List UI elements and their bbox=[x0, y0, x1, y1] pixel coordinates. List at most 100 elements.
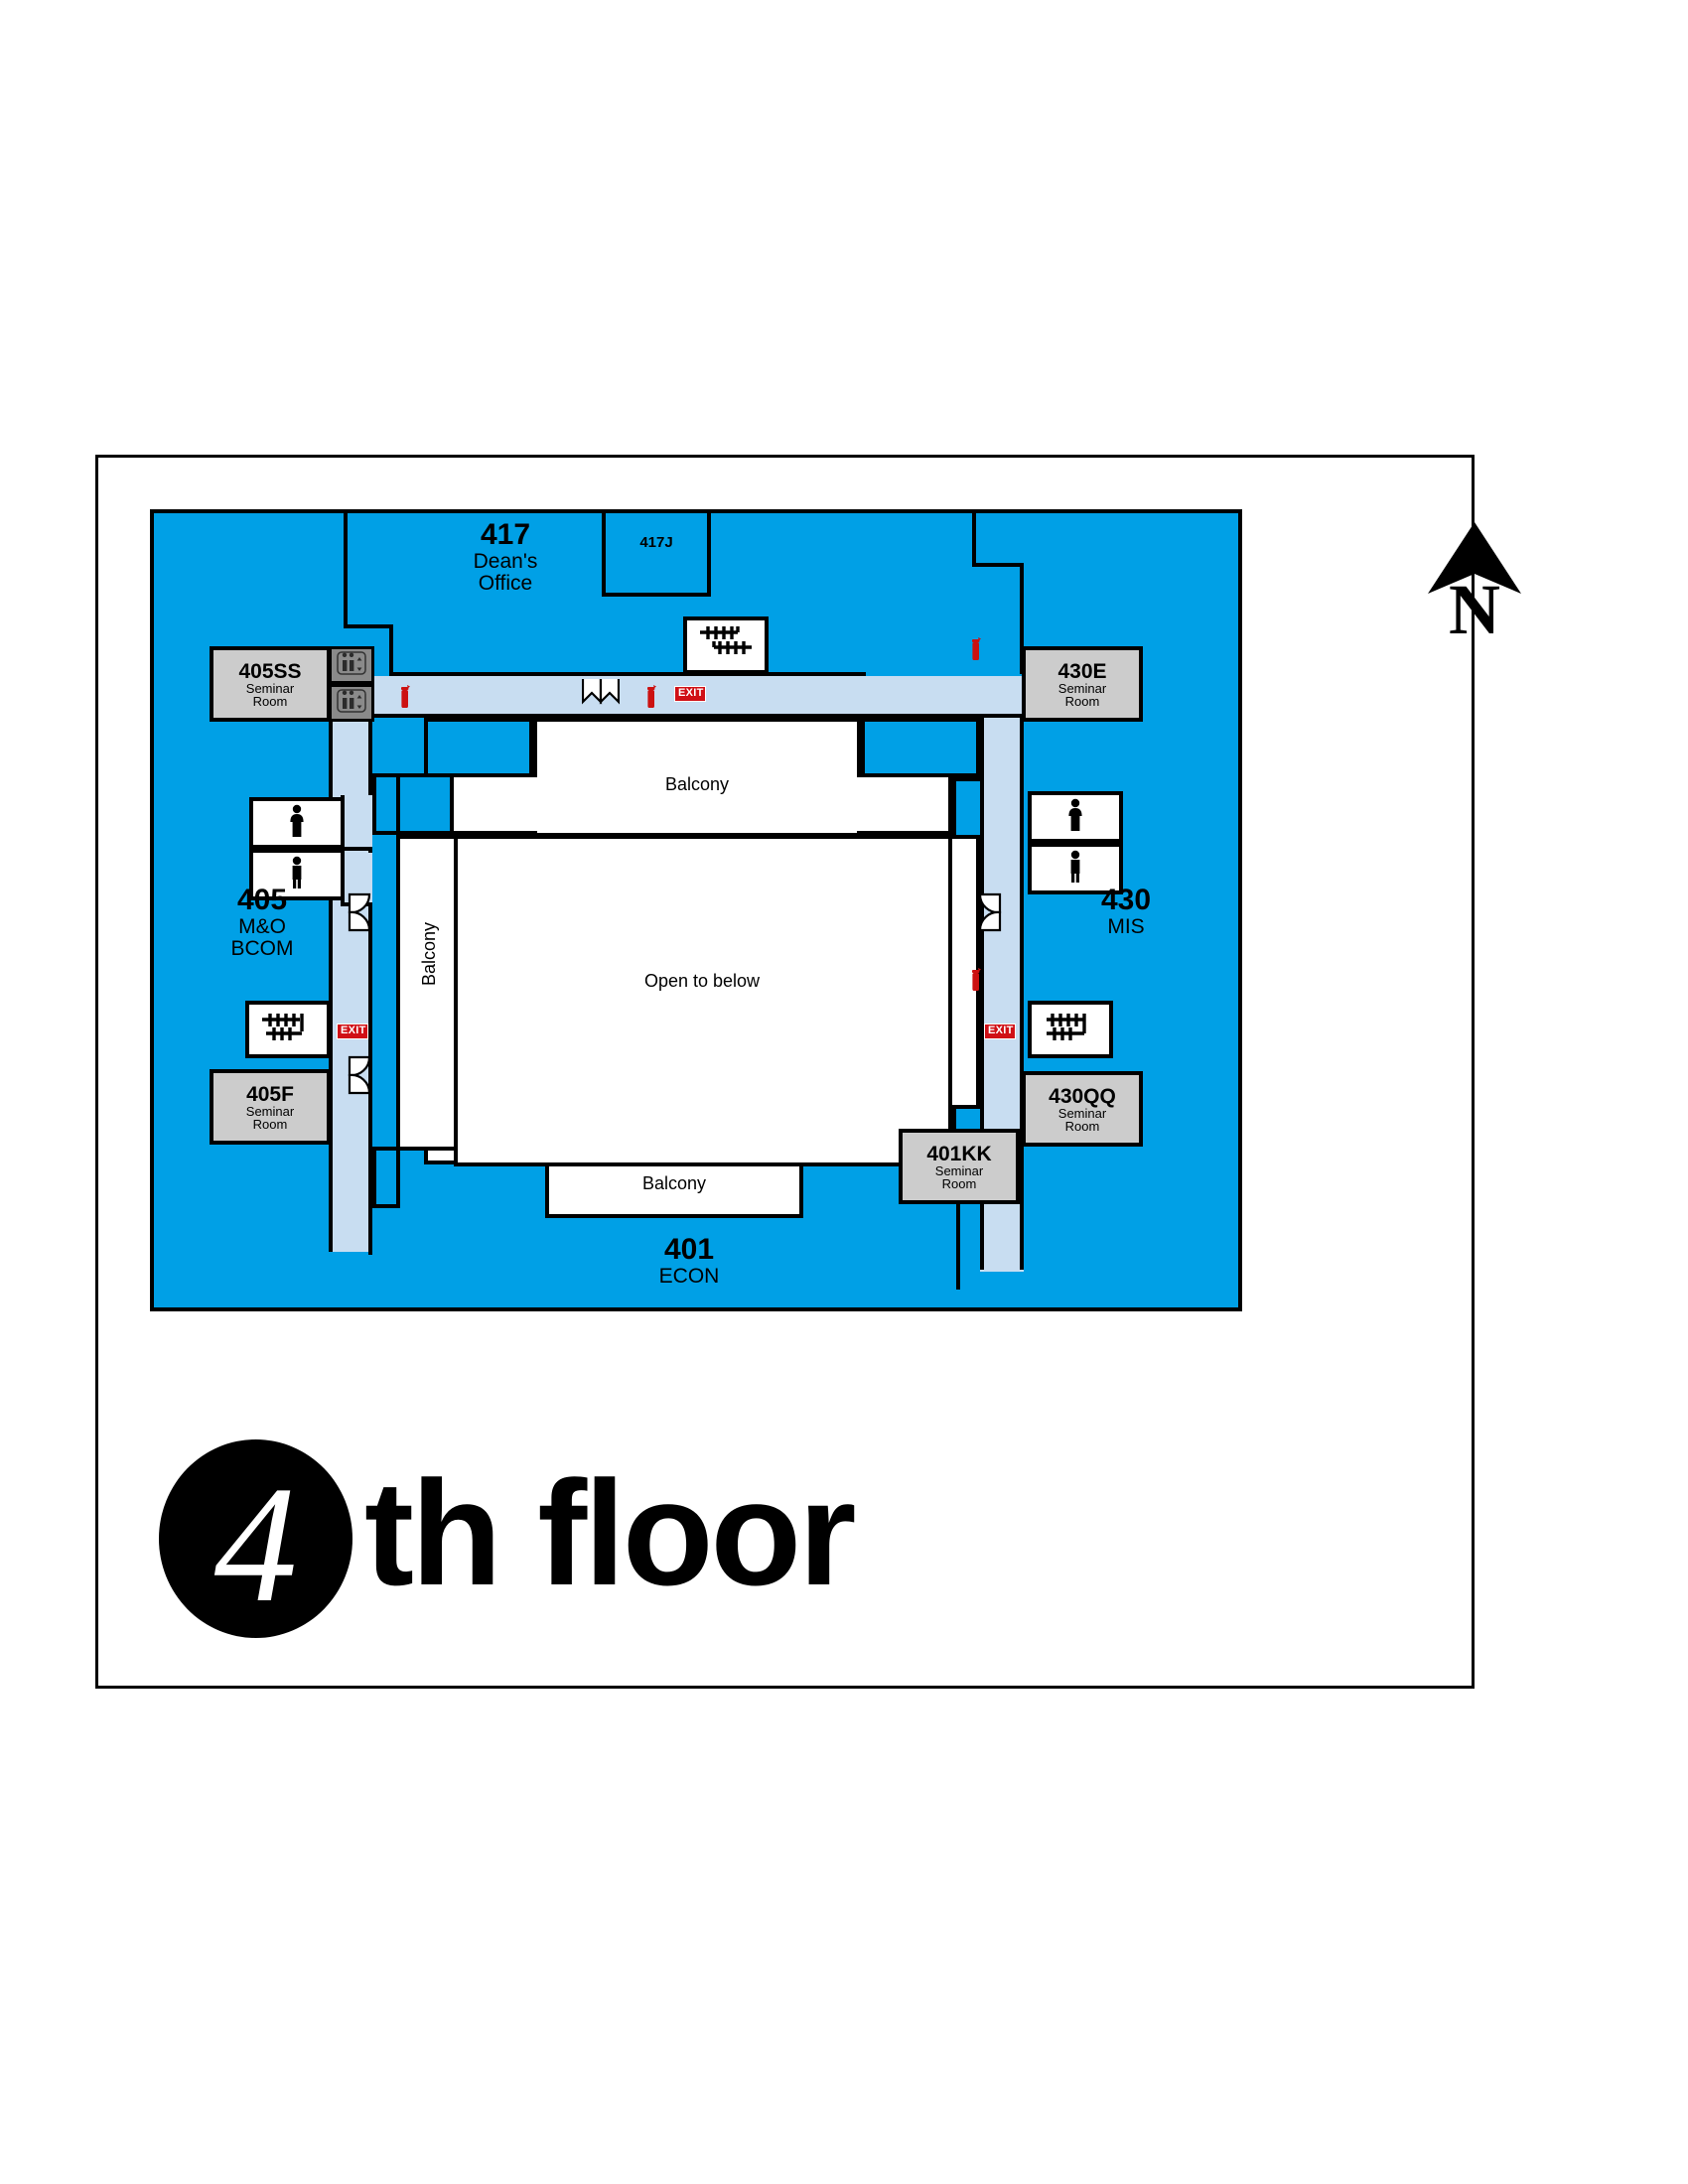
balcony-label-left: Balcony bbox=[419, 922, 439, 987]
seminar-room-number: 401KK bbox=[926, 1142, 992, 1165]
stairs-southwest bbox=[245, 1001, 331, 1058]
wall-restroom-jog-a bbox=[341, 847, 372, 851]
corridor-restroom-jog-left bbox=[341, 795, 372, 851]
restroom-men bbox=[249, 849, 345, 900]
seminar-room-line1: Seminar bbox=[1057, 680, 1107, 696]
seminar-room-number: 430E bbox=[1057, 659, 1107, 683]
balcony-top-fill bbox=[537, 722, 857, 833]
restroom-women-icon bbox=[1065, 798, 1085, 837]
atrium-pad-topright bbox=[861, 718, 980, 777]
room-417J-box bbox=[602, 509, 711, 597]
wall-right-wing-jog bbox=[972, 563, 1024, 567]
leader-line-405F bbox=[329, 1143, 333, 1153]
wall-corridor-east-left bbox=[980, 714, 984, 1270]
seminar-room-430QQ: 430QQ Seminar Room bbox=[1022, 1071, 1143, 1147]
room-label-417J: 417J bbox=[607, 535, 706, 551]
wall-417-southwest-jog-v bbox=[389, 624, 393, 676]
seminar-room-line2: Room bbox=[252, 693, 288, 709]
wall-417-southwest-jog bbox=[344, 624, 393, 628]
double-door-north bbox=[581, 678, 621, 706]
room-label-401: 401 ECON bbox=[615, 1234, 764, 1288]
restroom-women-east bbox=[1028, 791, 1123, 843]
door-swing-east-mid bbox=[976, 892, 1002, 932]
wall-balconyleft-top bbox=[396, 835, 458, 839]
atrium-pad-topleft bbox=[424, 718, 533, 777]
elevator-icon bbox=[337, 650, 366, 680]
exit-sign-north: EXIT bbox=[674, 686, 706, 702]
seminar-room-line2: Room bbox=[1064, 1118, 1100, 1134]
restroom-men-icon bbox=[1066, 850, 1084, 888]
exit-sign-west: EXIT bbox=[337, 1024, 368, 1039]
balcony-label-top: Balcony bbox=[664, 774, 730, 794]
room-number: 417J bbox=[639, 534, 673, 551]
floor-footer: 4 th floor bbox=[159, 1420, 857, 1658]
atrium-interior-fill bbox=[458, 839, 948, 1162]
seminar-room-405F: 405F Seminar Room bbox=[210, 1069, 331, 1145]
wall-corridor-east-right bbox=[1020, 714, 1024, 1270]
restroom-women bbox=[249, 797, 345, 849]
stairs-icon bbox=[694, 623, 758, 668]
room-number: 405 bbox=[236, 884, 288, 916]
wall-restroom-jog-c bbox=[341, 795, 345, 906]
room-number: 417 bbox=[480, 518, 531, 551]
seminar-room-line1: Seminar bbox=[245, 680, 295, 696]
elevator-upper bbox=[329, 646, 374, 684]
fire-extinguisher-north-west bbox=[398, 684, 412, 710]
seminar-room-line1: Seminar bbox=[1057, 1105, 1107, 1121]
room-number: 401 bbox=[663, 1233, 715, 1266]
wall-right-wing-jog-v bbox=[1020, 563, 1024, 674]
wall-corridor-west-left bbox=[329, 714, 333, 1252]
wall-417-south bbox=[389, 672, 866, 676]
wall-balconyleft-outer bbox=[396, 835, 400, 1151]
seminar-room-line2: Room bbox=[252, 1116, 288, 1132]
stairs-icon bbox=[1039, 1008, 1102, 1052]
elevator-lower bbox=[329, 684, 374, 722]
seminar-room-430E: 430E Seminar Room bbox=[1022, 646, 1143, 722]
atrium-pad-midleft bbox=[396, 773, 454, 835]
wall-balconyleft-bottom bbox=[396, 1147, 458, 1151]
room-sub1: Dean's bbox=[473, 549, 538, 573]
seminar-room-line2: Room bbox=[941, 1175, 977, 1191]
elevator-icon bbox=[337, 688, 366, 718]
stairs-north bbox=[683, 616, 769, 674]
floor-number: 4 bbox=[213, 1452, 298, 1637]
seminar-room-405SS: 405SS Seminar Room bbox=[210, 646, 331, 722]
room-sub1: MIS bbox=[1107, 914, 1145, 938]
leader-line-401KK bbox=[956, 1200, 960, 1290]
wall-atrium-top bbox=[454, 835, 952, 839]
floor-number-badge: 4 bbox=[159, 1439, 352, 1638]
door-swing-west-upper bbox=[348, 892, 373, 932]
seminar-room-number: 405SS bbox=[238, 659, 302, 683]
stairs-icon bbox=[256, 1008, 320, 1052]
restroom-men-east bbox=[1028, 843, 1123, 894]
door-swing-west-lower bbox=[348, 1055, 373, 1095]
floorplan-map: EXIT EXIT EXIT 405SS Seminar Room 430E S… bbox=[98, 458, 1477, 1351]
room-sub2: BCOM bbox=[230, 936, 294, 960]
compass-rose: N bbox=[1410, 516, 1539, 675]
room-sub1: ECON bbox=[658, 1264, 720, 1288]
atrium-pad-leftlower bbox=[372, 1147, 400, 1208]
floor-word: th floor bbox=[364, 1449, 857, 1616]
balcony-left-fill bbox=[400, 839, 454, 1147]
seminar-room-number: 430QQ bbox=[1049, 1084, 1116, 1108]
room-label-417: 417 Dean's Office bbox=[426, 519, 585, 595]
wall-atrium-right bbox=[948, 777, 952, 1166]
seminar-room-401KK: 401KK Seminar Room bbox=[899, 1129, 1020, 1204]
compass-north-label: N bbox=[1449, 570, 1500, 649]
wall-right-wing-north bbox=[972, 509, 976, 567]
seminar-room-line1: Seminar bbox=[245, 1103, 295, 1119]
fire-extinguisher-east-lower bbox=[969, 967, 983, 993]
wall-atrium-left bbox=[454, 835, 458, 1166]
seminar-room-line1: Seminar bbox=[934, 1162, 984, 1178]
room-sub1: M&O bbox=[238, 914, 286, 938]
north-arrow-icon bbox=[1428, 522, 1521, 594]
wall-corridor-west-right bbox=[368, 714, 372, 1255]
room-label-430: 430 MIS bbox=[1052, 885, 1200, 938]
corridor-west bbox=[329, 676, 372, 1252]
wall-balconytop-left bbox=[533, 718, 537, 777]
seminar-room-line2: Room bbox=[1064, 693, 1100, 709]
room-number: 430 bbox=[1100, 884, 1152, 916]
wall-atrium-bottom bbox=[454, 1162, 952, 1166]
wall-417-west bbox=[344, 509, 348, 628]
stairs-southeast bbox=[1028, 1001, 1113, 1058]
